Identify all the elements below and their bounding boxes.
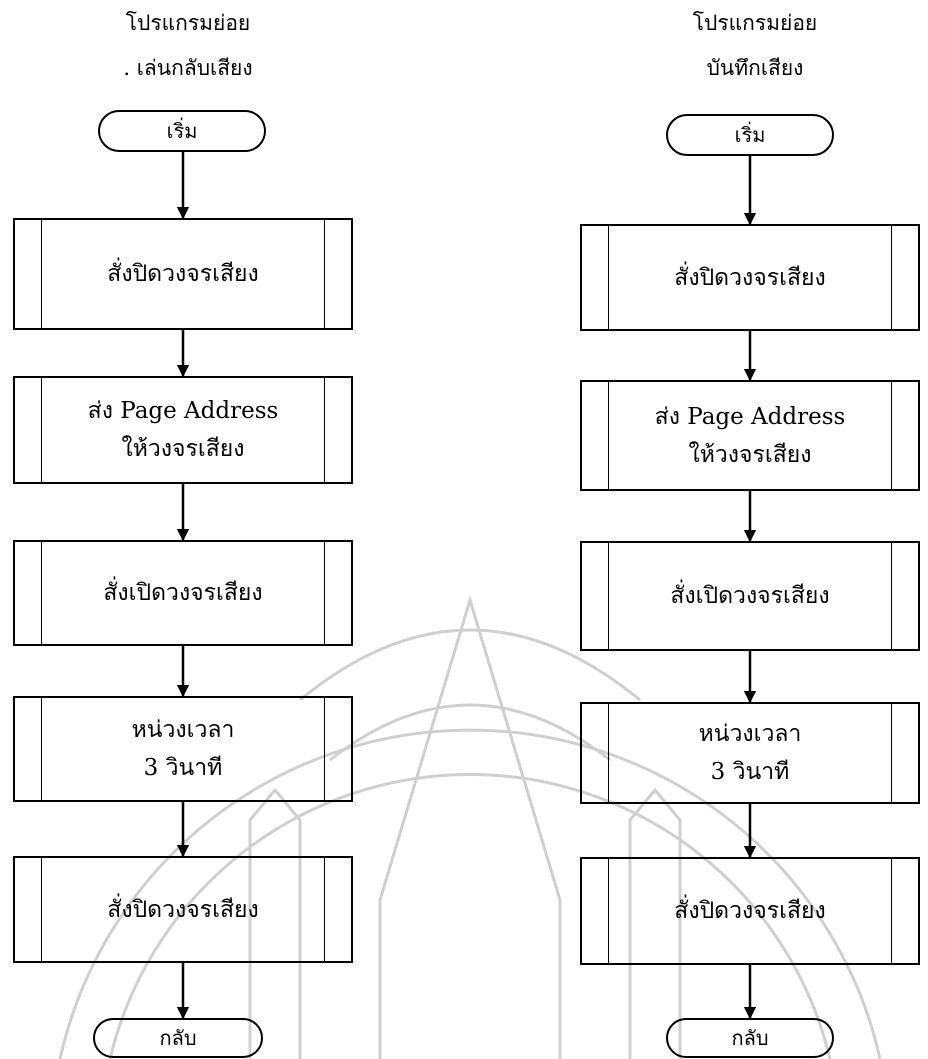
left-title-line1: โปรแกรมย่อย [125, 11, 251, 35]
left-start-terminal: เริ่ม [98, 110, 266, 152]
right-step-4: หน่วงเวลา 3 วินาที [580, 702, 920, 804]
seal-pagoda-right [628, 787, 682, 1059]
seal-rays-2 [329, 703, 611, 762]
left-end-terminal: กลับ [93, 1018, 263, 1058]
left-step-2-line2: ให้วงจรเสียง [121, 436, 245, 462]
left-start-label: เริ่ม [166, 119, 198, 143]
right-step-2: ส่ง Page Address ให้วงจรเสียง [580, 380, 920, 491]
right-step-2-line1: ส่ง Page Address [654, 403, 846, 430]
left-step-5: สั่งปิดวงจรเสียง [13, 856, 353, 963]
right-title-line2: บันทึกเสียง [706, 56, 804, 80]
right-step-4-line1: หน่วงเวลา [698, 721, 802, 747]
left-step-2: ส่ง Page Address ให้วงจรเสียง [13, 376, 353, 484]
right-step-4-line2: 3 วินาที [710, 759, 790, 785]
left-step-3: สั่งเปิดวงจรเสียง [13, 540, 353, 646]
right-step-3: สั่งเปิดวงจรเสียง [580, 541, 920, 651]
left-step-1-line1: สั่งปิดวงจรเสียง [107, 261, 259, 287]
left-title-line2: . เล่นกลับเสียง [123, 56, 253, 80]
left-end-label: กลับ [159, 1026, 197, 1050]
left-step-2-line1: ส่ง Page Address [87, 398, 279, 424]
seal-outer-ring [58, 728, 882, 1059]
seal-pagoda-left [248, 787, 302, 1059]
right-step-1-line1: สั่งปิดวงจรเสียง [674, 264, 826, 291]
right-step-1: สั่งปิดวงจรเสียง [580, 224, 920, 331]
right-end-terminal: กลับ [666, 1018, 834, 1058]
right-start-terminal: เริ่ม [666, 114, 834, 156]
seal-center-spire [378, 594, 562, 1059]
right-step-2-line2: ให้วงจรเสียง [688, 441, 812, 468]
right-end-label: กลับ [731, 1026, 769, 1050]
seal-rays [299, 628, 641, 702]
left-step-4: หน่วงเวลา 3 วินาที [13, 696, 353, 802]
left-step-4-line2: 3 วินาที [143, 755, 223, 781]
right-step-3-line1: สั่งเปิดวงจรเสียง [670, 583, 830, 609]
seal-inner-ring [108, 772, 832, 1059]
left-step-5-line1: สั่งปิดวงจรเสียง [107, 896, 259, 923]
right-step-5: สั่งปิดวงจรเสียง [580, 857, 920, 965]
right-start-label: เริ่ม [734, 123, 766, 147]
left-step-1: สั่งปิดวงจรเสียง [13, 218, 353, 330]
left-step-3-line1: สั่งเปิดวงจรเสียง [103, 580, 263, 606]
right-title-line1: โปรแกรมย่อย [692, 11, 818, 35]
right-step-5-line1: สั่งปิดวงจรเสียง [674, 898, 826, 924]
left-step-4-line1: หน่วงเวลา [131, 717, 235, 743]
